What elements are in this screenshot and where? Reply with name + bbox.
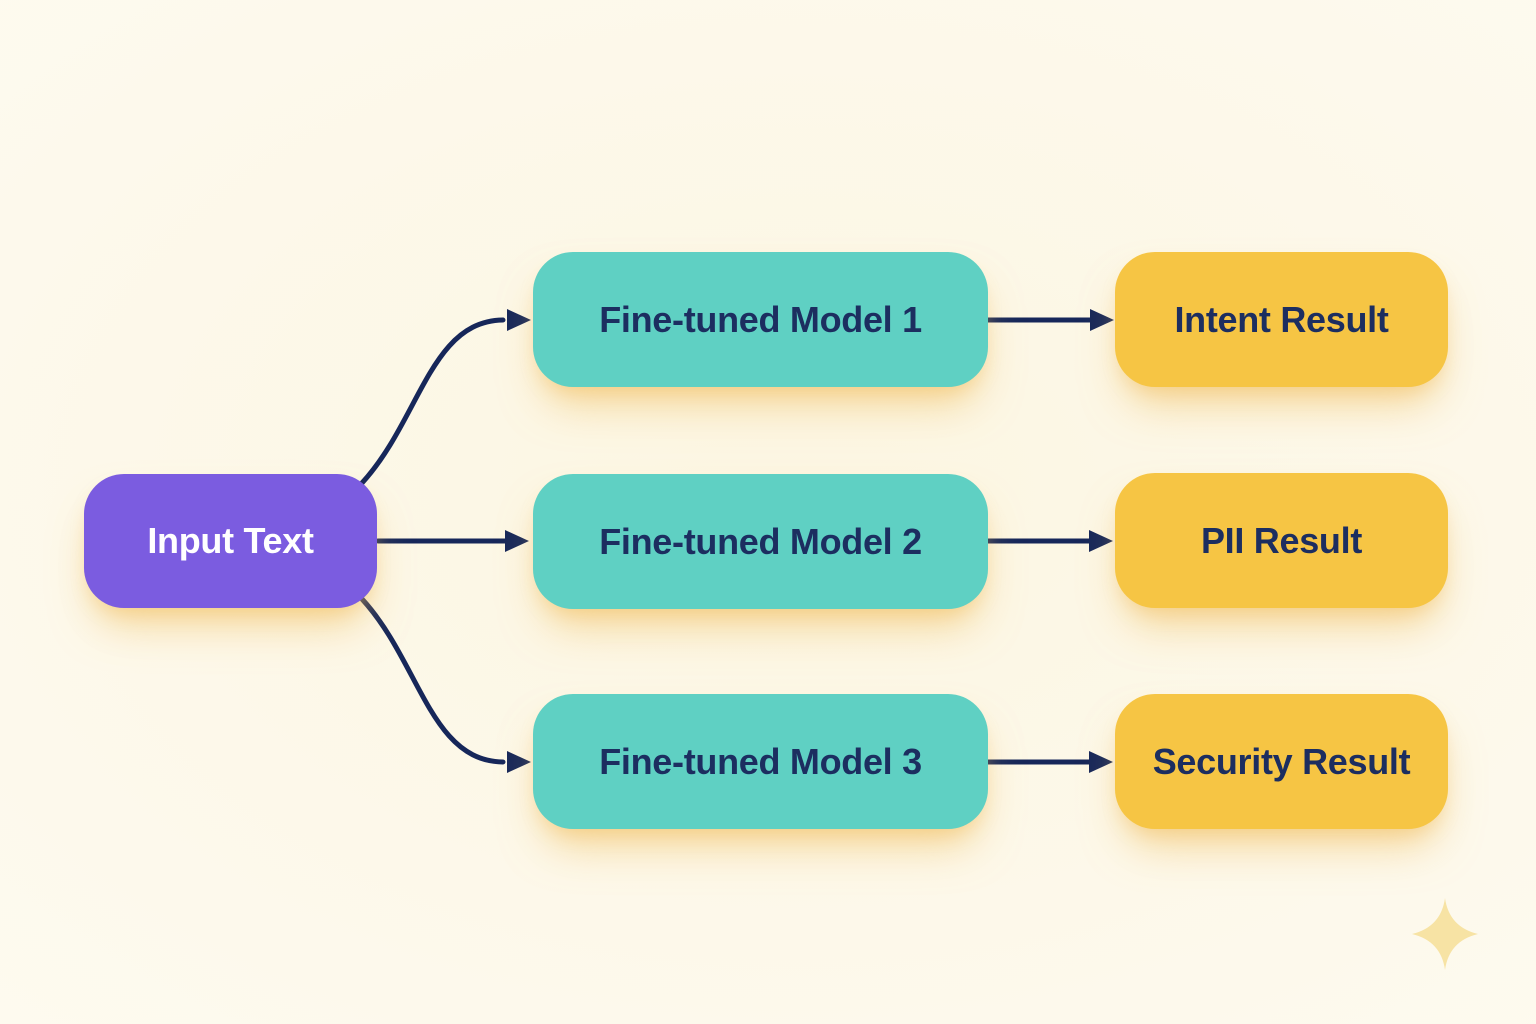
arrowhead-icon bbox=[507, 309, 531, 331]
fine-tuned-model-1-label: Fine-tuned Model 1 bbox=[599, 298, 922, 340]
input-text-node: Input Text bbox=[84, 474, 377, 608]
arrow-curve bbox=[359, 317, 506, 486]
fine-tuned-model-2-node: Fine-tuned Model 2 bbox=[533, 474, 988, 609]
arrowhead-icon bbox=[1089, 530, 1113, 552]
arrowhead-icon bbox=[505, 530, 529, 552]
arrow-model-2-to-pii-result bbox=[984, 530, 1113, 552]
sparkle-icon bbox=[1412, 898, 1478, 970]
arrowhead-icon bbox=[1090, 309, 1114, 331]
arrow-model-1-to-intent-result bbox=[985, 309, 1114, 331]
arrowhead-icon bbox=[1089, 751, 1113, 773]
intent-result-label: Intent Result bbox=[1174, 298, 1389, 340]
security-result-node: Security Result bbox=[1115, 694, 1448, 829]
pii-result-label: PII Result bbox=[1200, 519, 1363, 561]
arrow-input-to-model-1 bbox=[359, 309, 531, 486]
security-result-label: Security Result bbox=[1152, 740, 1411, 782]
pii-result-node: PII Result bbox=[1115, 473, 1448, 608]
fine-tuned-model-1-node: Fine-tuned Model 1 bbox=[533, 252, 988, 387]
arrow-model-3-to-security-result bbox=[984, 751, 1113, 773]
fine-tuned-model-3-node: Fine-tuned Model 3 bbox=[533, 694, 988, 829]
intent-result-node: Intent Result bbox=[1115, 252, 1448, 387]
arrow-input-to-model-3 bbox=[359, 596, 531, 773]
arrowhead-icon bbox=[507, 751, 531, 773]
fine-tuned-model-3-label: Fine-tuned Model 3 bbox=[599, 740, 922, 782]
arrow-input-to-model-2 bbox=[375, 530, 529, 552]
input-text-label: Input Text bbox=[147, 520, 314, 561]
fine-tuned-model-2-label: Fine-tuned Model 2 bbox=[599, 520, 922, 562]
arrow-curve bbox=[359, 596, 506, 765]
